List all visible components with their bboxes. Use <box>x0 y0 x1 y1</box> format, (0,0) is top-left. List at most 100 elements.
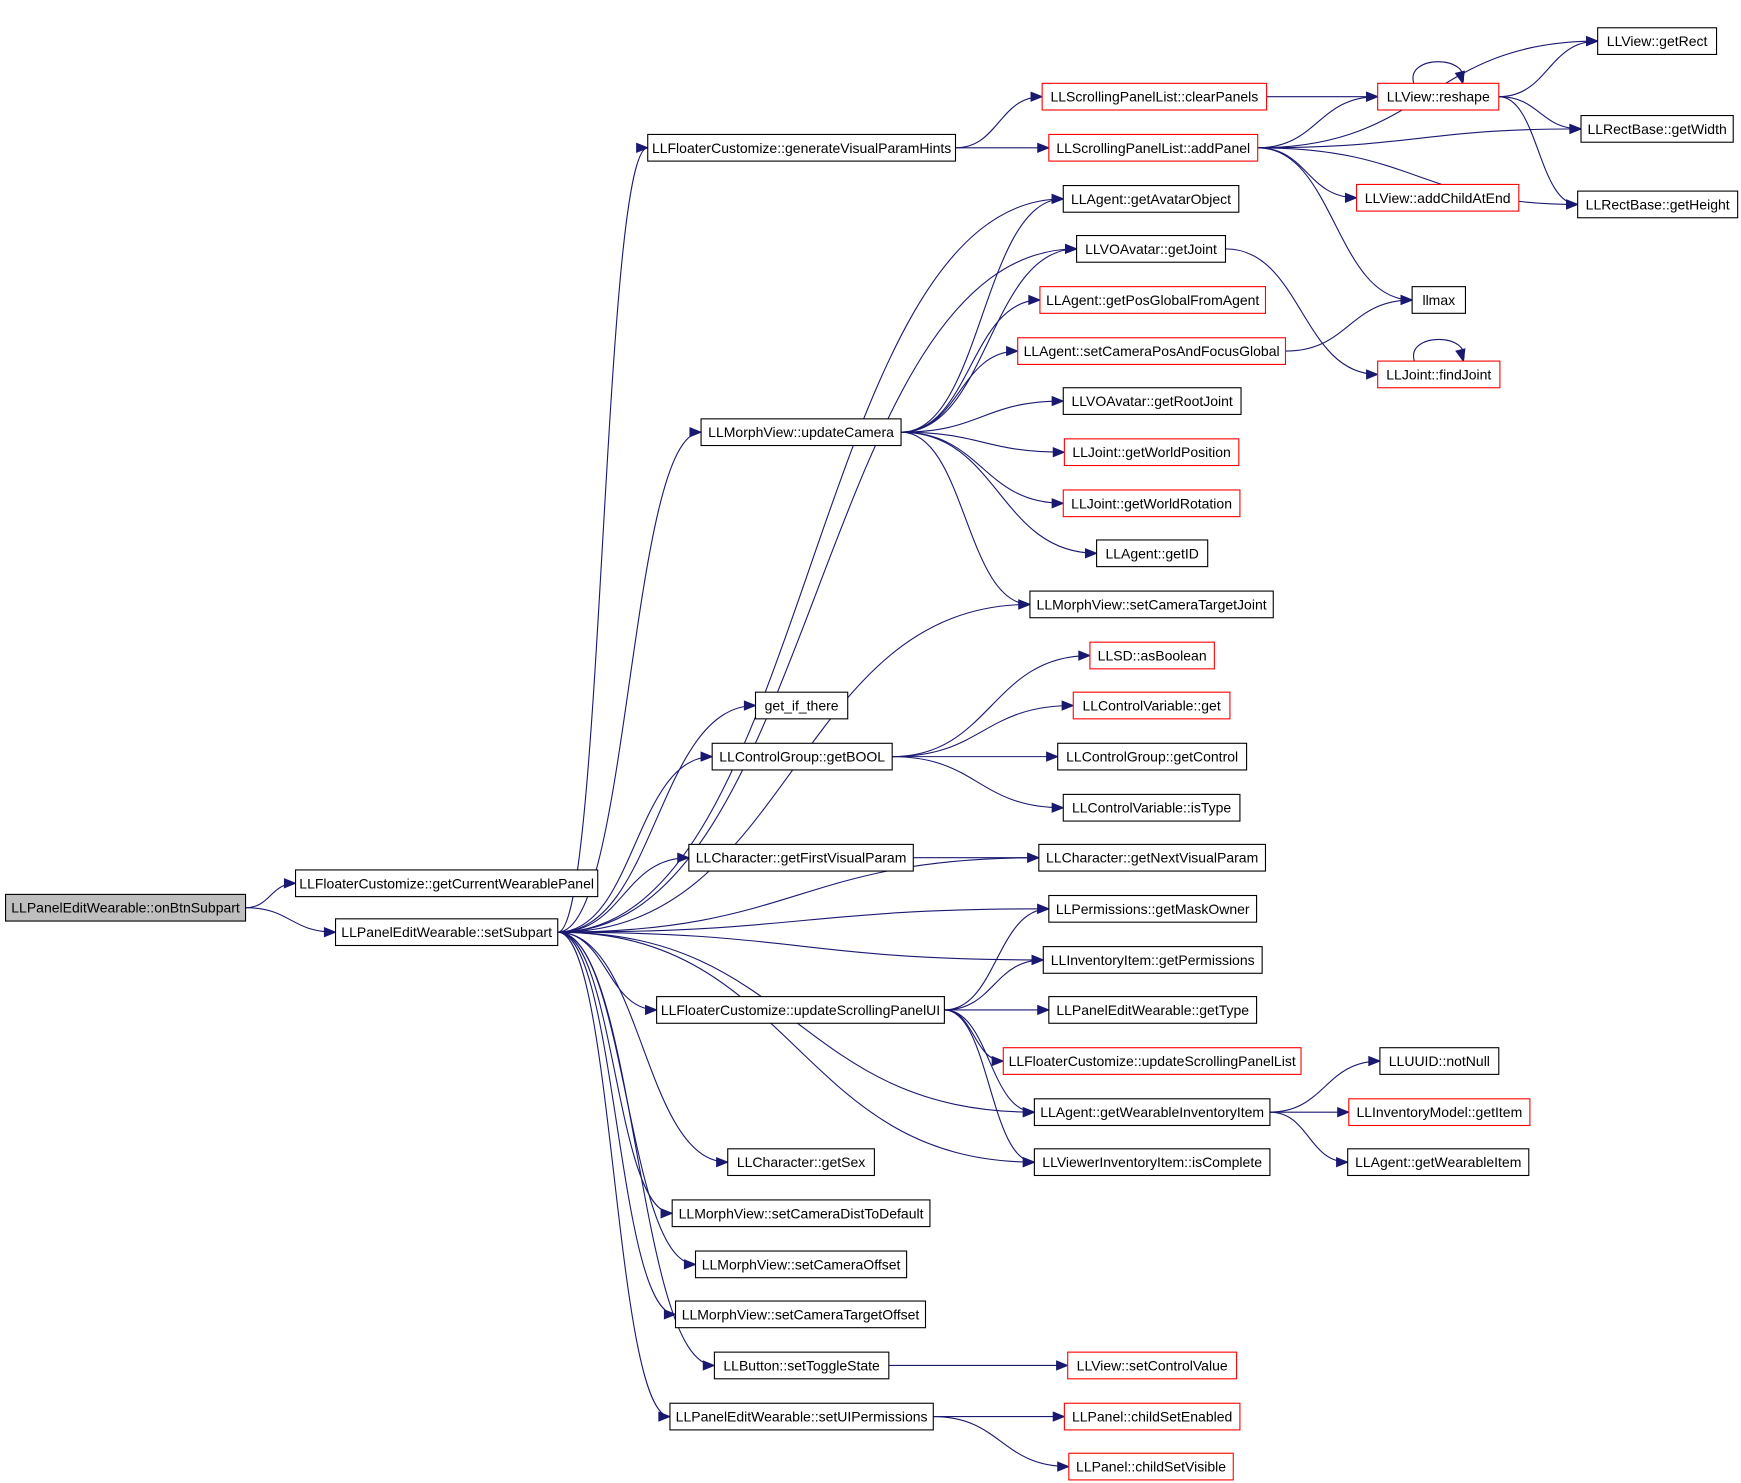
node-box-setCameraPosAndFocusGlobal[interactable] <box>1017 337 1287 365</box>
node-reshape[interactable]: LLView::reshape <box>1377 82 1500 111</box>
node-setCameraDistToDefault[interactable]: LLMorphView::setCameraDistToDefault <box>671 1199 931 1228</box>
node-box-llmax[interactable] <box>1411 286 1467 314</box>
node-generateVisualParamHints[interactable]: LLFloaterCustomize::generateVisualParamH… <box>647 133 957 162</box>
node-box-getItem[interactable] <box>1348 1098 1531 1127</box>
node-box-getWidth[interactable] <box>1580 114 1734 143</box>
node-box-getWearableInventoryItem[interactable] <box>1033 1098 1271 1127</box>
node-updateCamera[interactable]: LLMorphView::updateCamera <box>700 418 902 447</box>
node-getWidth[interactable]: LLRectBase::getWidth <box>1580 114 1734 143</box>
node-getPermissions[interactable]: LLInventoryItem::getPermissions <box>1042 946 1263 974</box>
node-onBtnSubpart[interactable]: LLPanelEditWearable::onBtnSubpart <box>5 893 247 922</box>
node-box-reshape[interactable] <box>1377 82 1500 111</box>
node-notNull[interactable]: LLUUID::notNull <box>1379 1047 1500 1075</box>
node-isType[interactable]: LLControlVariable::isType <box>1062 793 1241 822</box>
node-childSetEnabled[interactable]: LLPanel::childSetEnabled <box>1063 1402 1241 1431</box>
node-getSex[interactable]: LLCharacter::getSex <box>727 1148 875 1177</box>
node-findJoint[interactable]: LLJoint::findJoint <box>1377 360 1501 389</box>
node-box-generateVisualParamHints[interactable] <box>647 133 957 162</box>
node-setSubpart[interactable]: LLPanelEditWearable::setSubpart <box>334 918 559 947</box>
node-box-addPanel[interactable] <box>1048 133 1259 162</box>
node-box-setCameraTargetJoint[interactable] <box>1029 590 1274 619</box>
node-box-getType[interactable] <box>1048 996 1258 1024</box>
node-box-getWorldRotation[interactable] <box>1062 489 1241 518</box>
node-getRootJoint[interactable]: LLVOAvatar::getRootJoint <box>1062 387 1242 415</box>
node-box-setSubpart[interactable] <box>334 918 559 947</box>
node-getWearableInventoryItem[interactable]: LLAgent::getWearableInventoryItem <box>1033 1098 1271 1127</box>
node-getType[interactable]: LLPanelEditWearable::getType <box>1048 996 1258 1024</box>
node-box-setControlValue[interactable] <box>1067 1351 1238 1380</box>
node-box-onBtnSubpart[interactable] <box>5 893 247 922</box>
node-box-updateCamera[interactable] <box>700 418 902 447</box>
node-box-getRect[interactable] <box>1597 27 1718 55</box>
node-setToggleState[interactable]: LLButton::setToggleState <box>713 1351 890 1380</box>
node-box-getBOOL[interactable] <box>711 742 893 771</box>
node-getWorldPosition[interactable]: LLJoint::getWorldPosition <box>1063 438 1240 467</box>
node-box-getPosGlobalFromAgent[interactable] <box>1039 286 1267 314</box>
node-box-isType[interactable] <box>1062 793 1241 822</box>
node-box-getWorldPosition[interactable] <box>1063 438 1240 467</box>
node-getID[interactable]: LLAgent::getID <box>1096 539 1209 568</box>
node-box-controlVariableGet[interactable] <box>1072 691 1231 720</box>
node-asBoolean[interactable]: LLSD::asBoolean <box>1089 641 1215 670</box>
node-getFirstVisualParam[interactable]: LLCharacter::getFirstVisualParam <box>688 843 914 872</box>
node-getJoint[interactable]: LLVOAvatar::getJoint <box>1076 234 1227 263</box>
node-getControl[interactable]: LLControlGroup::getControl <box>1057 742 1248 771</box>
node-getItem[interactable]: LLInventoryModel::getItem <box>1348 1098 1531 1127</box>
node-box-updateScrollingPanelUI[interactable] <box>656 996 945 1024</box>
node-addPanel[interactable]: LLScrollingPanelList::addPanel <box>1048 133 1259 162</box>
node-box-setCameraTargetOffset[interactable] <box>674 1300 927 1329</box>
node-getCurrentWearablePanel[interactable]: LLFloaterCustomize::getCurrentWearablePa… <box>294 869 599 898</box>
node-getNextVisualParam[interactable]: LLCharacter::getNextVisualParam <box>1038 843 1267 872</box>
node-llmax[interactable]: llmax <box>1411 286 1467 314</box>
node-box-getNextVisualParam[interactable] <box>1038 843 1267 872</box>
node-box-get_if_there[interactable] <box>754 691 849 720</box>
node-setCameraTargetJoint[interactable]: LLMorphView::setCameraTargetJoint <box>1029 590 1274 619</box>
node-box-getControl[interactable] <box>1057 742 1248 771</box>
node-box-addChildAtEnd[interactable] <box>1356 183 1520 212</box>
node-get_if_there[interactable]: get_if_there <box>754 691 849 720</box>
node-box-setToggleState[interactable] <box>713 1351 890 1380</box>
node-box-clearPanels[interactable] <box>1041 82 1268 111</box>
node-box-updateScrollingPanelList[interactable] <box>1002 1047 1302 1075</box>
node-box-childSetVisible[interactable] <box>1068 1452 1234 1481</box>
node-box-findJoint[interactable] <box>1377 360 1501 389</box>
node-box-getID[interactable] <box>1096 539 1209 568</box>
node-box-getPermissions[interactable] <box>1042 946 1263 974</box>
node-box-getJoint[interactable] <box>1076 234 1227 263</box>
node-addChildAtEnd[interactable]: LLView::addChildAtEnd <box>1356 183 1520 212</box>
node-setUIPermissions[interactable]: LLPanelEditWearable::setUIPermissions <box>669 1402 934 1431</box>
node-box-notNull[interactable] <box>1379 1047 1500 1075</box>
node-box-getSex[interactable] <box>727 1148 875 1177</box>
node-box-setCameraOffset[interactable] <box>694 1250 908 1279</box>
node-getHeight[interactable]: LLRectBase::getHeight <box>1577 190 1739 219</box>
node-getMaskOwner[interactable]: LLPermissions::getMaskOwner <box>1048 894 1258 923</box>
node-box-getAvatarObject[interactable] <box>1062 184 1240 213</box>
node-box-getRootJoint[interactable] <box>1062 387 1242 415</box>
node-box-getCurrentWearablePanel[interactable] <box>294 869 599 898</box>
node-updateScrollingPanelList[interactable]: LLFloaterCustomize::updateScrollingPanel… <box>1002 1047 1302 1075</box>
node-setControlValue[interactable]: LLView::setControlValue <box>1067 1351 1238 1380</box>
node-getWearableItem[interactable]: LLAgent::getWearableItem <box>1347 1148 1530 1177</box>
node-box-isComplete[interactable] <box>1033 1148 1271 1177</box>
node-box-setUIPermissions[interactable] <box>669 1402 934 1431</box>
node-getBOOL[interactable]: LLControlGroup::getBOOL <box>711 742 893 771</box>
node-setCameraPosAndFocusGlobal[interactable]: LLAgent::setCameraPosAndFocusGlobal <box>1017 337 1287 365</box>
node-getPosGlobalFromAgent[interactable]: LLAgent::getPosGlobalFromAgent <box>1039 286 1267 314</box>
node-box-getFirstVisualParam[interactable] <box>688 843 914 872</box>
node-setCameraTargetOffset[interactable]: LLMorphView::setCameraTargetOffset <box>674 1300 927 1329</box>
node-box-getWearableItem[interactable] <box>1347 1148 1530 1177</box>
node-box-getMaskOwner[interactable] <box>1048 894 1258 923</box>
node-getAvatarObject[interactable]: LLAgent::getAvatarObject <box>1062 184 1240 213</box>
node-getRect[interactable]: LLView::getRect <box>1597 27 1718 55</box>
node-clearPanels[interactable]: LLScrollingPanelList::clearPanels <box>1041 82 1268 111</box>
node-setCameraOffset[interactable]: LLMorphView::setCameraOffset <box>694 1250 908 1279</box>
node-box-asBoolean[interactable] <box>1089 641 1215 670</box>
node-updateScrollingPanelUI[interactable]: LLFloaterCustomize::updateScrollingPanel… <box>656 996 945 1024</box>
node-box-setCameraDistToDefault[interactable] <box>671 1199 931 1228</box>
node-getWorldRotation[interactable]: LLJoint::getWorldRotation <box>1062 489 1241 518</box>
node-controlVariableGet[interactable]: LLControlVariable::get <box>1072 691 1231 720</box>
node-isComplete[interactable]: LLViewerInventoryItem::isComplete <box>1033 1148 1271 1177</box>
node-box-getHeight[interactable] <box>1577 190 1739 219</box>
node-childSetVisible[interactable]: LLPanel::childSetVisible <box>1068 1452 1234 1481</box>
node-box-childSetEnabled[interactable] <box>1063 1402 1241 1431</box>
